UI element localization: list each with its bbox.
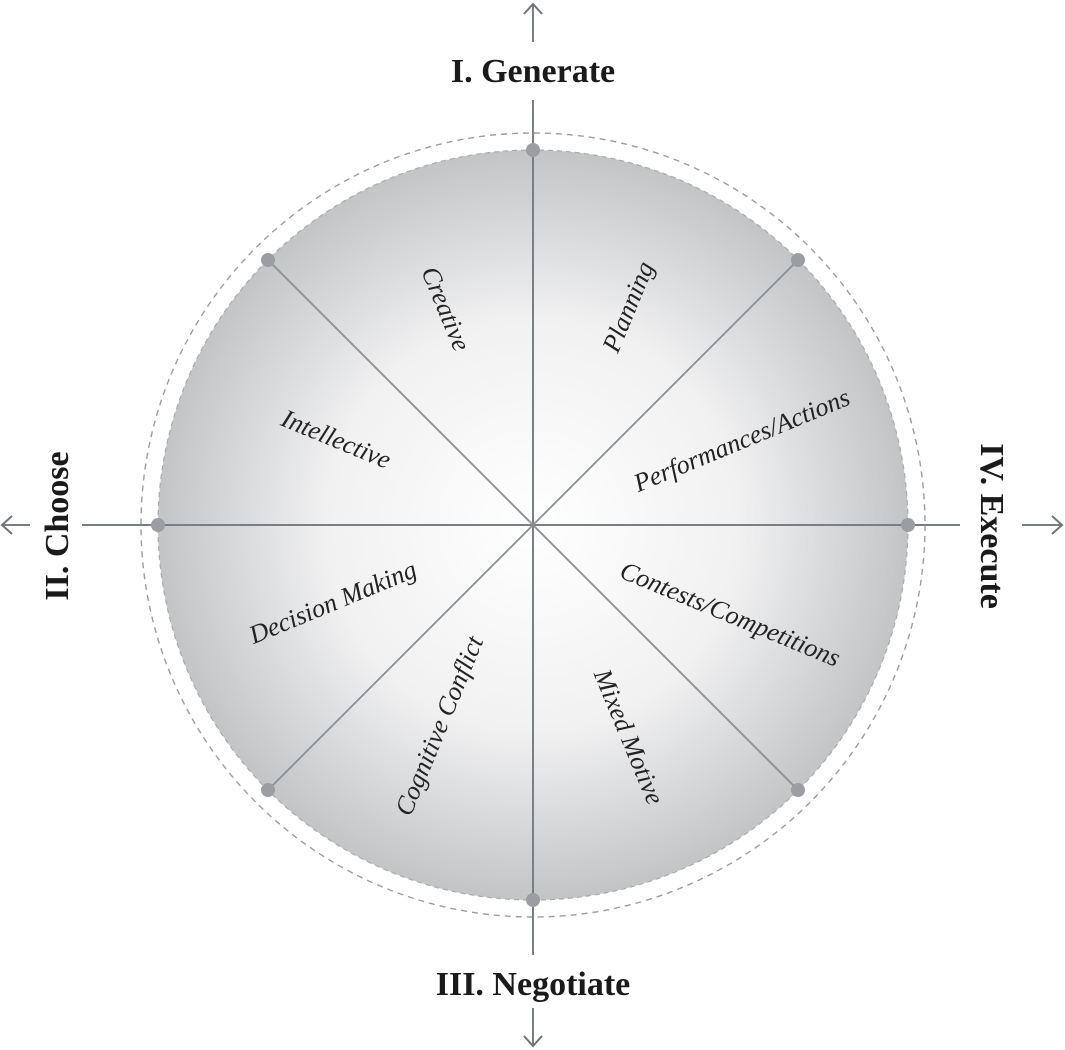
rim-dot-top-right <box>791 253 805 267</box>
quadrant-label-generate: I. Generate <box>451 53 615 90</box>
arrow-up-icon <box>523 2 543 15</box>
rim-dot-bottom <box>526 893 540 907</box>
rim-dot-top <box>526 143 540 157</box>
rim-dot-bottom-left <box>261 783 275 797</box>
rim-dot-bottom-right <box>791 783 805 797</box>
arrow-right-icon <box>1051 515 1064 535</box>
rim-dot-top-left <box>261 253 275 267</box>
arrow-down-icon <box>523 1035 543 1048</box>
diagonal-spoke-nw-se <box>267 259 799 791</box>
rim-dot-right <box>901 518 915 532</box>
rim-dot-left <box>151 518 165 532</box>
quadrant-label-choose: II. Choose <box>39 451 76 600</box>
arrow-left-icon <box>0 515 13 535</box>
quadrant-label-negotiate: III. Negotiate <box>436 966 631 1003</box>
quadrant-label-execute: IV. Execute <box>973 443 1010 609</box>
